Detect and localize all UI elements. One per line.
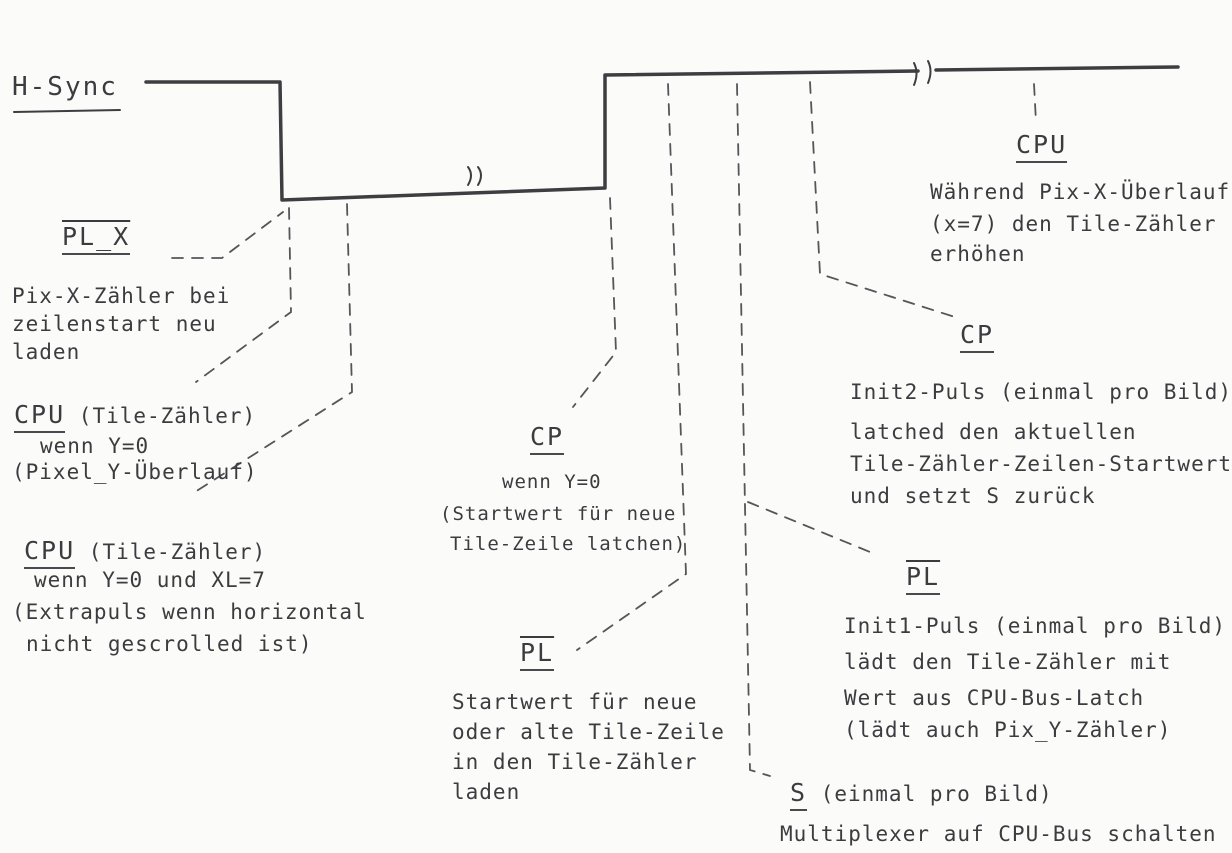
note-line: Init2-Puls (einmal pro Bild): [850, 380, 1232, 404]
timing-diagram: [13, 60, 1180, 777]
note-header-s: S (einmal pro Bild): [790, 778, 1053, 811]
note-line: nicht gescrolled ist): [26, 632, 313, 656]
leader-cp-mid: [572, 197, 617, 408]
note-line: Tile-Zeile latchen): [450, 533, 687, 555]
note-line: Startwert für neue: [452, 690, 698, 714]
leader-pl-right: [747, 501, 871, 553]
note-line: wenn Y=0: [502, 471, 602, 493]
note-line: erhöhen: [930, 242, 1026, 266]
break-mark-low: [467, 166, 482, 186]
note-label-suffix: (einmal pro Bild): [807, 782, 1053, 806]
leader-cpu-2: [194, 203, 353, 493]
note-line: und setzt S zurück: [850, 484, 1096, 508]
note-line: wenn Y=0: [40, 434, 150, 458]
signal-label: H-Sync: [12, 72, 118, 102]
note-line: (Startwert für neue: [440, 503, 677, 525]
note-line: Multiplexer auf CPU-Bus schalten: [780, 822, 1217, 846]
leader-pl-mid: [576, 83, 687, 651]
note-line: laden: [452, 780, 521, 804]
note-label-pl-right: PL: [906, 562, 941, 595]
note-line: lädt den Tile-Zähler mit: [844, 650, 1172, 674]
note-label-s: S: [790, 778, 808, 811]
note-label-cpu-1: CPU: [14, 400, 66, 433]
note-line: Wert aus CPU-Bus-Latch: [844, 686, 1145, 710]
note-line: zeilenstart neu: [12, 312, 217, 336]
note-line: latched den aktuellen: [850, 420, 1137, 444]
note-line: wenn Y=0 und XL=7: [34, 568, 266, 592]
note-label-pl-mid: PL: [520, 638, 555, 671]
note-line: Tile-Zähler-Zeilen-Startwert: [850, 452, 1232, 476]
note-label-cpu-top: CPU: [1016, 130, 1068, 163]
leader-cpu-top: [1033, 83, 1037, 123]
note-line: oder alte Tile-Zeile: [452, 720, 725, 744]
note-label-pl-x: PL_X: [62, 222, 131, 255]
note-line: laden: [12, 340, 81, 364]
note-line: Init1-Puls (einmal pro Bild): [844, 614, 1227, 638]
note-label-cpu-2: CPU: [24, 536, 76, 569]
note-line: (x=7) den Tile-Zähler: [930, 212, 1217, 236]
note-label-suffix: (Tile-Zähler): [65, 404, 257, 428]
note-label-cp-mid: CP: [530, 422, 565, 455]
hsync-waveform: [144, 65, 1180, 202]
break-mark-high: [913, 60, 932, 86]
note-label-suffix: (Tile-Zähler): [75, 540, 267, 564]
note-line: (Extrapuls wenn horizontal: [12, 600, 367, 624]
note-label-cp-right: CP: [960, 320, 995, 353]
leader-s: [736, 83, 771, 777]
note-line: Pix-X-Zähler bei: [12, 284, 231, 308]
leader-cpu-1: [195, 207, 292, 383]
note-header-cpu-2: CPU (Tile-Zähler): [24, 536, 267, 569]
leader-pl-x: [171, 211, 284, 259]
note-line: in den Tile-Zähler: [452, 750, 698, 774]
note-header-cpu-1: CPU (Tile-Zähler): [14, 400, 257, 433]
note-line: (Pixel_Y-Überlauf): [12, 460, 258, 484]
note-line: (lädt auch Pix_Y-Zähler): [844, 718, 1172, 742]
note-line: Während Pix-X-Überlauf: [930, 180, 1231, 204]
leader-cp-right: [809, 81, 959, 319]
